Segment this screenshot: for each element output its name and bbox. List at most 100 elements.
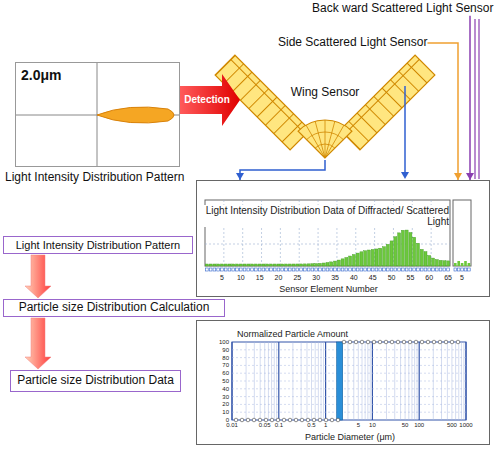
grid-line [315, 342, 316, 420]
sensor-element-mark [281, 268, 284, 271]
sensor-element-mark [447, 268, 450, 271]
intensity-bar [303, 264, 306, 266]
intensity-bar [326, 263, 329, 266]
sensor-element-mark [236, 268, 239, 271]
tick-label: 15 [256, 274, 264, 281]
tick-label: 25 [293, 274, 301, 281]
sensor-element-mark [417, 268, 420, 271]
tick-label: 10 [237, 274, 245, 281]
tick-label: 10 [369, 422, 376, 428]
cumulative-point [318, 418, 322, 422]
intensity-bar [394, 237, 397, 266]
grid-line [419, 342, 420, 420]
sensor-element-mark [311, 268, 314, 271]
grid-line [311, 342, 312, 420]
tick-label: 60 [222, 370, 229, 376]
intensity-bar [307, 264, 310, 266]
node-label: 2.0μm [21, 67, 61, 83]
intensity-bar [464, 261, 467, 266]
tick-label: 50 [402, 422, 409, 428]
plot-frame [453, 200, 471, 266]
connector-line [469, 16, 471, 180]
process-box: Particle size Distribution Data [10, 370, 181, 392]
grid-line [394, 342, 395, 420]
cumulative-point [390, 340, 394, 344]
tick-label: 20 [275, 274, 283, 281]
sensor-element-mark [464, 268, 467, 271]
intensity-bar [232, 264, 235, 266]
sensor-element-mark [390, 268, 393, 271]
chart-panel: Normalized Particle AmountParticle Diame… [196, 320, 490, 445]
intensity-bar [258, 264, 261, 266]
cumulative-point [288, 418, 292, 422]
intensity-bar [292, 264, 295, 266]
backward-light-line [474, 19, 475, 179]
cumulative-point [378, 340, 382, 344]
intensity-bar [236, 264, 239, 266]
sensor-element-mark [345, 268, 348, 271]
node-label: Particle size Distribution Calculation [19, 301, 210, 315]
intensity-bar [311, 264, 314, 266]
chart-strokes [205, 200, 470, 422]
sensor-element-mark [402, 268, 405, 271]
intensity-bar [288, 264, 291, 266]
grid-line [323, 342, 324, 420]
sensor-element-mark [337, 268, 340, 271]
cumulative-point [366, 340, 370, 344]
sensor-element-mark [379, 268, 382, 271]
particle-scatter-pattern [97, 107, 174, 123]
intensity-bar [300, 264, 303, 266]
sensor-element-mark [413, 268, 416, 271]
intensity-bar [409, 233, 412, 266]
section-heading: Light Intensity Distribution Pattern [3, 171, 186, 185]
intensity-bar [398, 233, 401, 266]
cumulative-point [444, 340, 448, 344]
connector [427, 43, 462, 180]
arrowhead [401, 172, 409, 179]
cumulative-point [408, 340, 412, 344]
intensity-bar [367, 250, 370, 266]
sensor-element-mark [262, 268, 265, 271]
intensity-bar [356, 253, 359, 266]
sensor-element-mark [273, 268, 276, 271]
tick-label: 55 [407, 274, 415, 281]
connector-line [240, 160, 325, 180]
tick-label: 45 [369, 274, 377, 281]
tick-label: 65 [444, 274, 452, 281]
tick-label: 5 [460, 274, 464, 281]
tick-label: 90 [222, 347, 229, 353]
intensity-bar [468, 263, 471, 266]
intensity-bar [439, 260, 442, 266]
intensity-bar [364, 251, 367, 266]
sensor-element-mark [435, 268, 438, 271]
intensity-bar [457, 261, 460, 266]
backward-light-line [478, 19, 479, 179]
intensity-bar [318, 263, 321, 266]
sensor-element-mark [364, 268, 367, 271]
intensity-bar [262, 264, 265, 266]
cumulative-point [306, 418, 310, 422]
intensity-bar [269, 264, 272, 266]
intensity-bar [390, 241, 393, 266]
sensor-element-mark [420, 268, 423, 271]
intensity-bar [420, 249, 423, 266]
grid-line [447, 342, 448, 420]
sensor-element-mark [243, 268, 246, 271]
sensor-element-mark [285, 268, 288, 271]
sensor-element-mark [375, 268, 378, 271]
connector [25, 255, 51, 298]
intensity-bar [224, 264, 227, 266]
sensor-element-mark [428, 268, 431, 271]
node-label: Detection [180, 74, 234, 126]
intensity-bar [352, 255, 355, 266]
tick-label: 40 [222, 386, 229, 392]
intensity-bar [217, 264, 220, 266]
right-sensor-arm [340, 55, 435, 150]
sensor-element-mark [228, 268, 231, 271]
grid-line [232, 373, 466, 374]
arrowhead [236, 173, 244, 180]
intensity-bar [228, 264, 231, 266]
sensor-element-mark [270, 268, 273, 271]
intensity-bar [205, 264, 208, 266]
process-box: Light Intensity Distribution Pattern [3, 236, 193, 254]
